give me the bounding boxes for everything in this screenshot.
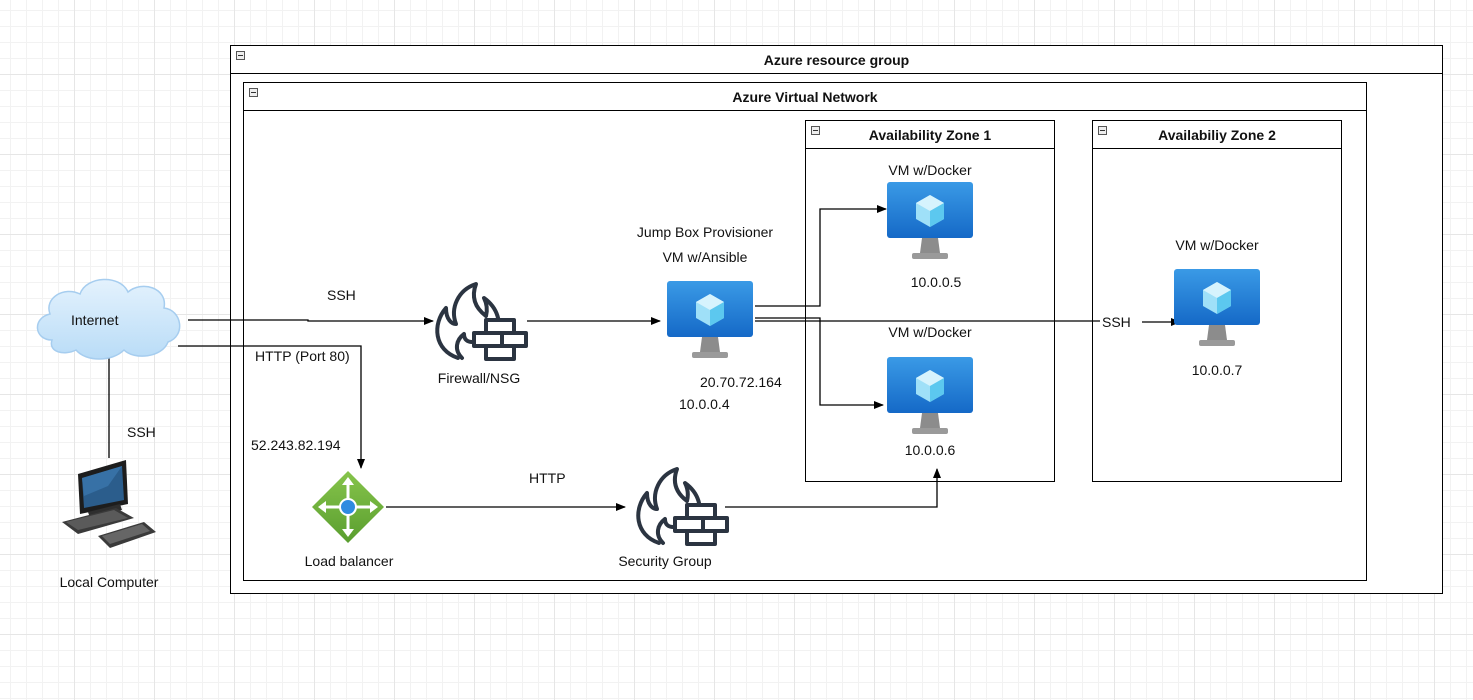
jumpbox-vm-icon[interactable] (666, 280, 754, 362)
collapse-icon[interactable] (236, 51, 245, 60)
vm1-title: VM w/Docker (888, 162, 972, 178)
vm2-ip: 10.0.0.6 (904, 442, 956, 458)
vm1-icon[interactable] (886, 181, 974, 263)
collapse-icon[interactable] (1098, 126, 1107, 135)
resource-group-title: Azure resource group (763, 52, 910, 68)
jumpbox-private-ip: 10.0.0.4 (679, 396, 730, 412)
vm3-icon[interactable] (1173, 268, 1261, 350)
jumpbox-public-ip: 20.70.72.164 (700, 374, 782, 390)
edge-label-http-port80: HTTP (Port 80) (255, 348, 350, 364)
cloud-icon[interactable] (30, 270, 188, 362)
vnet-header: Azure Virtual Network (244, 83, 1366, 111)
lb-ip-label: 52.243.82.194 (251, 437, 341, 453)
jumpbox-title: Jump Box Provisioner (636, 224, 774, 240)
vnet-title: Azure Virtual Network (732, 89, 878, 105)
load-balancer-label: Load balancer (304, 553, 394, 569)
vm3-ip: 10.0.0.7 (1191, 362, 1243, 378)
firewall-icon[interactable] (428, 280, 530, 362)
load-balancer-icon[interactable] (310, 469, 386, 545)
security-group-firewall-icon[interactable] (629, 465, 731, 547)
vm3-title: VM w/Docker (1175, 237, 1259, 253)
vm2-icon[interactable] (886, 356, 974, 438)
internet-label: Internet (71, 312, 119, 328)
edge-label-ssh-local: SSH (127, 424, 156, 440)
edge-label-http-lb: HTTP (529, 470, 566, 486)
edge-label-ssh-vm3: SSH (1102, 314, 1131, 330)
resource-group-header: Azure resource group (231, 46, 1442, 74)
firewall-label: Firewall/NSG (437, 370, 521, 386)
desktop-computer-icon[interactable] (58, 456, 158, 556)
zone1-header: Availability Zone 1 (806, 121, 1054, 149)
edge-label-ssh-internet: SSH (327, 287, 356, 303)
vm2-title: VM w/Docker (888, 324, 972, 340)
collapse-icon[interactable] (249, 88, 258, 97)
zone2-title: Availabiliy Zone 2 (1158, 127, 1276, 143)
zone1-title: Availability Zone 1 (868, 127, 992, 143)
zone2-header: Availabiliy Zone 2 (1093, 121, 1341, 149)
zone1-container[interactable]: Availability Zone 1 (805, 120, 1055, 482)
collapse-icon[interactable] (811, 126, 820, 135)
security-group-label: Security Group (618, 553, 712, 569)
vm1-ip: 10.0.0.5 (910, 274, 962, 290)
jumpbox-subtitle: VM w/Ansible (662, 249, 748, 265)
local-computer-label: Local Computer (59, 574, 159, 590)
